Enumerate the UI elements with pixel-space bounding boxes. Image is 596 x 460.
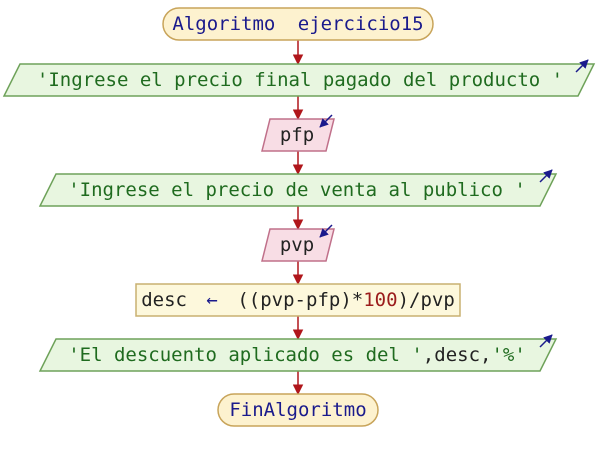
input-arrow-icon — [319, 114, 333, 128]
end-keyword: FinAlgoritmo — [229, 399, 366, 421]
output-arrow-icon — [539, 169, 553, 183]
algorithm-name: ejercicio15 — [298, 13, 424, 35]
output-3-text: 'El descuento aplicado es del ',desc,'%' — [68, 344, 526, 366]
output-block-1: 'Ingrese el precio final pagado del prod… — [2, 59, 596, 97]
input-1-variable: pfp — [280, 124, 314, 146]
expr-times: * — [352, 289, 363, 311]
expr-number: 100 — [363, 289, 397, 311]
process-expression: desc ← ((pvp-pfp)*100)/pvp — [141, 289, 455, 311]
end-terminal: FinAlgoritmo — [217, 393, 379, 427]
start-terminal: Algoritmo ejercicio15 — [162, 7, 434, 41]
expr-var-pfp: pfp — [306, 289, 340, 311]
assign-arrow: ← — [206, 289, 217, 311]
output-2-text: 'Ingrese el precio de venta al publico ' — [68, 179, 526, 201]
expr-divide: / — [409, 289, 420, 311]
expr-minus: - — [295, 289, 306, 311]
expr-paren-close: ) — [340, 289, 351, 311]
output-1-text: 'Ingrese el precio final pagado del prod… — [37, 69, 563, 91]
input-block-1: pfp — [261, 114, 335, 152]
output-3-sep-1: , — [423, 344, 434, 366]
output-block-3: 'El descuento aplicado es del ',desc,'%' — [38, 334, 558, 372]
input-2-variable: pvp — [280, 234, 314, 256]
expr-paren-close-2: ) — [398, 289, 409, 311]
output-3-variable: desc — [434, 344, 480, 366]
expr-var-pvp: pvp — [260, 289, 294, 311]
start-keyword: Algoritmo — [172, 13, 275, 35]
output-arrow-icon — [575, 59, 589, 73]
output-3-sep-2: , — [480, 344, 491, 366]
output-arrow-icon — [539, 334, 553, 348]
input-block-2: pvp — [261, 224, 335, 262]
output-3-string-2: '%' — [491, 344, 525, 366]
svg-text:Algoritmo ejercicio15: Algoritmo ejercicio15 — [172, 13, 423, 35]
input-arrow-icon — [319, 224, 333, 238]
expr-paren-open: (( — [237, 289, 260, 311]
expr-var-pvp-2: pvp — [420, 289, 454, 311]
output-3-string-1: 'El descuento aplicado es del ' — [68, 344, 423, 366]
process-target: desc — [141, 289, 187, 311]
process-block: desc ← ((pvp-pfp)*100)/pvp — [135, 283, 461, 317]
output-block-2: 'Ingrese el precio de venta al publico ' — [38, 169, 558, 207]
